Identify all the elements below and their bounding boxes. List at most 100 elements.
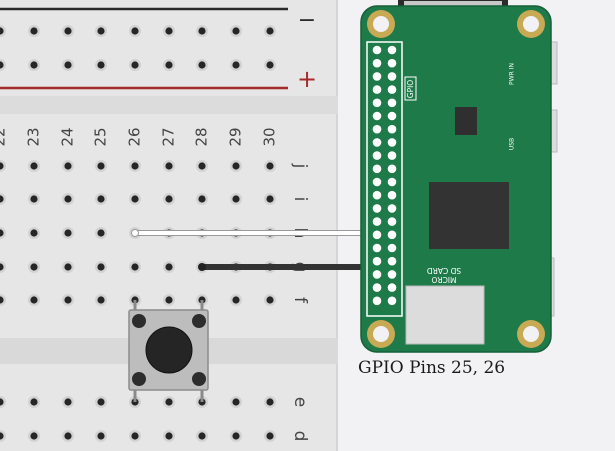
breadboard-hole bbox=[0, 296, 4, 304]
gpio-pin bbox=[387, 111, 397, 121]
gpio-pin bbox=[372, 164, 382, 174]
breadboard-hole bbox=[0, 61, 4, 69]
gpio-pin bbox=[387, 124, 397, 134]
breadboard-hole bbox=[97, 195, 105, 203]
gpio-pin bbox=[372, 230, 382, 240]
breadboard-hole bbox=[97, 432, 105, 440]
breadboard-hole bbox=[266, 296, 274, 304]
column-number-24: 24 bbox=[59, 127, 77, 146]
mount-hole-bottom-left-center bbox=[373, 326, 389, 342]
breadboard-hole bbox=[131, 263, 139, 271]
breadboard-hole bbox=[97, 398, 105, 406]
row-letter-i: i bbox=[290, 197, 310, 202]
gpio-pin bbox=[387, 296, 397, 306]
gpio-pin bbox=[387, 190, 397, 200]
raspberry-pi-zero: GPIO PWR IN USB SD CARD MICRO bbox=[360, 0, 558, 353]
column-numbers: 22 23 24 25 26 27 28 29 30 bbox=[0, 127, 279, 146]
positive-rail-symbol: + bbox=[297, 65, 317, 93]
gpio-pin bbox=[372, 138, 382, 147]
row-letter-j: j bbox=[290, 163, 310, 169]
breadboard-hole bbox=[198, 432, 206, 440]
button-corner-top-right bbox=[192, 314, 206, 328]
gpio-pin bbox=[387, 98, 397, 108]
breadboard-hole bbox=[30, 162, 38, 170]
breadboard-hole bbox=[64, 162, 72, 170]
breadboard-hole bbox=[232, 61, 240, 69]
breadboard-hole bbox=[30, 296, 38, 304]
push-button bbox=[128, 300, 209, 402]
breadboard-hole bbox=[0, 398, 4, 406]
breadboard-hole bbox=[232, 162, 240, 170]
breadboard-hole bbox=[266, 195, 274, 203]
gpio-header-outline bbox=[366, 41, 403, 317]
breadboard-hole bbox=[97, 263, 105, 271]
breadboard-hole bbox=[266, 432, 274, 440]
button-cap bbox=[145, 326, 193, 374]
gpio-pin bbox=[372, 217, 382, 226]
gpio-pin bbox=[387, 283, 397, 292]
gpio-pin bbox=[387, 256, 397, 266]
column-number-29: 29 bbox=[227, 127, 245, 146]
row-letter-e: e bbox=[290, 397, 310, 407]
row-letter-f: f bbox=[290, 297, 310, 304]
breadboard-holes bbox=[0, 25, 276, 442]
breadboard-hole bbox=[165, 162, 173, 170]
breadboard-hole bbox=[30, 398, 38, 406]
breadboard-hole bbox=[64, 432, 72, 440]
gpio-pin bbox=[387, 217, 397, 226]
gpio-pin bbox=[372, 111, 382, 121]
gpio-pin bbox=[372, 177, 382, 187]
row-letter-d: d bbox=[290, 431, 310, 442]
breadboard-hole bbox=[232, 398, 240, 406]
rail-separator bbox=[0, 96, 338, 114]
gpio-pin bbox=[372, 270, 382, 279]
breadboard-hole bbox=[0, 27, 4, 35]
breadboard-hole bbox=[64, 263, 72, 271]
column-number-27: 27 bbox=[160, 127, 178, 146]
breadboard-hole bbox=[0, 162, 4, 170]
breadboard-hole bbox=[131, 61, 139, 69]
gpio-pin bbox=[372, 256, 382, 266]
small-chip bbox=[455, 107, 477, 135]
breadboard-hole bbox=[165, 27, 173, 35]
breadboard-hole bbox=[198, 195, 206, 203]
gpio-label-box bbox=[404, 76, 417, 101]
breadboard-hole bbox=[30, 432, 38, 440]
breadboard-hole bbox=[266, 61, 274, 69]
gpio-pin bbox=[372, 190, 382, 200]
breadboard-hole bbox=[266, 27, 274, 35]
breadboard-hole bbox=[30, 27, 38, 35]
breadboard-hole bbox=[165, 296, 173, 304]
gpio-pin bbox=[387, 270, 397, 279]
mounting-holes bbox=[367, 10, 545, 348]
breadboard-hole bbox=[165, 398, 173, 406]
gpio-label: GPIO bbox=[406, 80, 415, 99]
breadboard-hole bbox=[97, 229, 105, 237]
breadboard-hole bbox=[97, 296, 105, 304]
breadboard-hole bbox=[30, 263, 38, 271]
breadboard-hole bbox=[64, 195, 72, 203]
breadboard-hole bbox=[30, 61, 38, 69]
mount-hole-top-right-center bbox=[523, 16, 539, 32]
breadboard-hole bbox=[64, 61, 72, 69]
gpio-pin bbox=[372, 296, 382, 306]
breadboard-hole bbox=[198, 162, 206, 170]
micro-label: MICRO bbox=[431, 275, 456, 284]
breadboard-hole bbox=[97, 61, 105, 69]
black-wire-end bbox=[198, 263, 206, 271]
gpio-pin bbox=[372, 124, 382, 134]
camera-connector-contacts bbox=[404, 1, 502, 7]
breadboard-hole bbox=[97, 162, 105, 170]
breadboard-hole bbox=[198, 27, 206, 35]
gpio-pins bbox=[372, 45, 397, 306]
breadboard-hole bbox=[266, 398, 274, 406]
gpio-pin bbox=[387, 72, 397, 81]
breadboard-hole bbox=[64, 27, 72, 35]
column-number-25: 25 bbox=[92, 127, 110, 146]
gpio-pin bbox=[387, 138, 397, 147]
gpio-pin bbox=[372, 58, 382, 68]
button-corner-top-left bbox=[132, 314, 146, 328]
column-number-30: 30 bbox=[261, 127, 279, 146]
breadboard-hole bbox=[232, 432, 240, 440]
